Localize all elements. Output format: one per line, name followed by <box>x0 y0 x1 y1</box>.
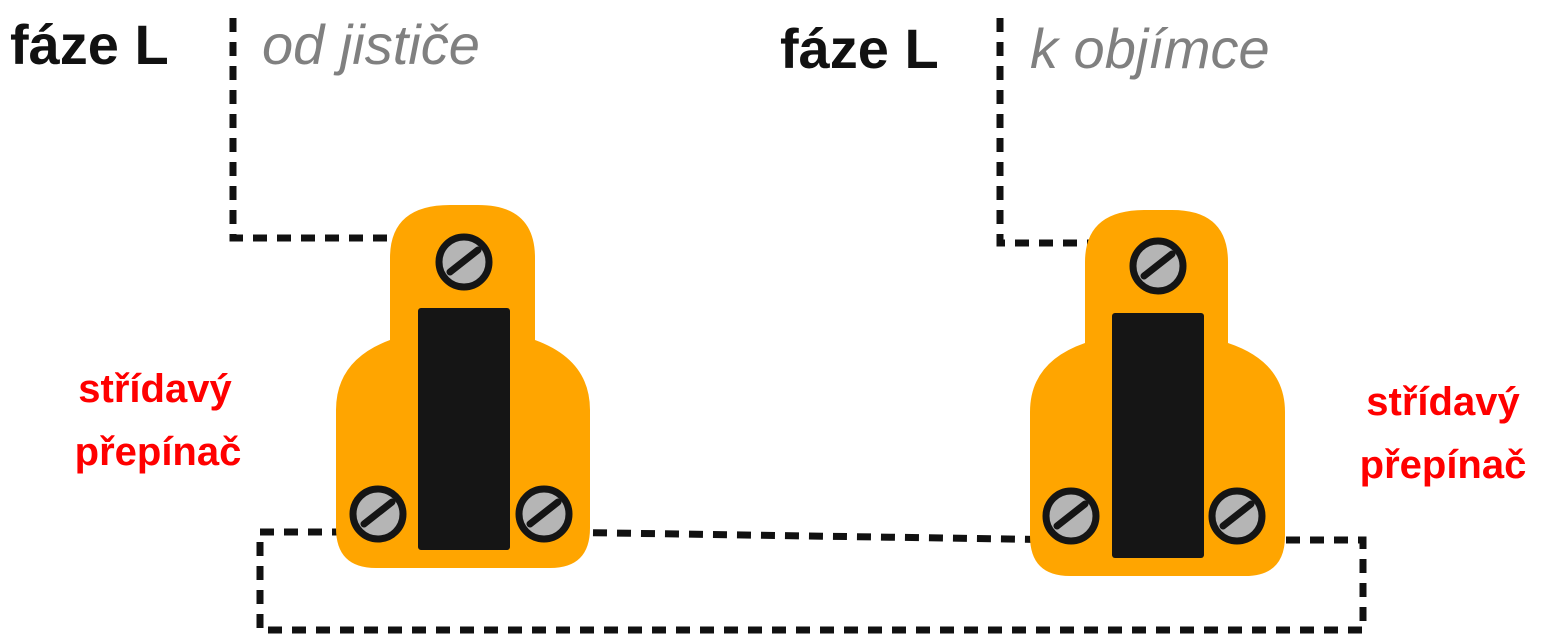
screw-left-bottom-right <box>515 485 573 543</box>
wire-right-phase-out <box>996 18 1153 247</box>
switch-right <box>1030 210 1285 576</box>
wire-traveler-outer <box>256 528 1367 634</box>
left-phase-label: fáze L <box>10 13 169 76</box>
switch-right-rocker <box>1112 313 1204 558</box>
switch-left <box>336 205 590 568</box>
screw-left-bottom-left <box>349 485 407 543</box>
switch-left-rocker <box>418 308 510 550</box>
screw-left-top <box>435 233 493 291</box>
wire-left-phase-in <box>229 18 455 242</box>
wire-traveler-inner <box>544 528 1076 544</box>
right-dest-label: k objímce <box>1030 17 1270 80</box>
left-switch-label-line2: přepínač <box>75 430 242 474</box>
screw-right-top <box>1129 237 1187 295</box>
right-phase-label: fáze L <box>780 17 939 80</box>
left-switch-label-line1: střídavý <box>78 367 232 411</box>
right-switch-label-line2: přepínač <box>1360 443 1527 487</box>
left-source-label: od jističe <box>262 13 480 76</box>
screw-right-bottom-left <box>1042 487 1100 545</box>
right-switch-label-line1: střídavý <box>1366 380 1520 424</box>
screw-right-bottom-right <box>1208 487 1266 545</box>
